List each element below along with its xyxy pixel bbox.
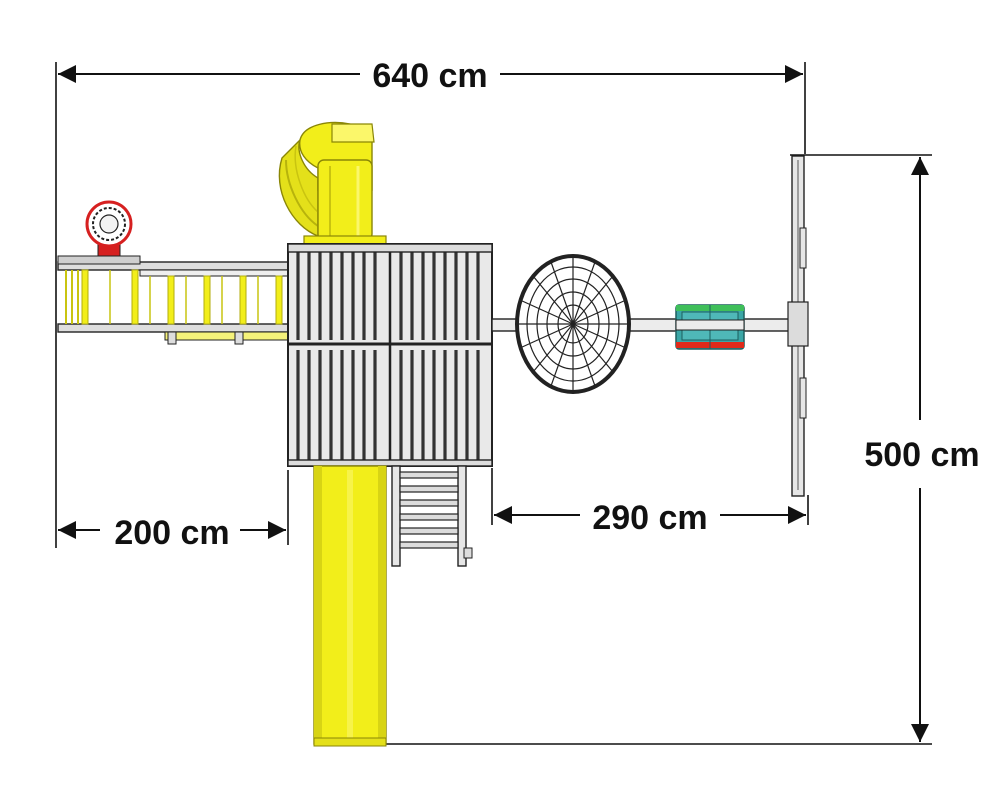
a-frame-leg (787, 155, 809, 497)
steering-wheel (57, 200, 141, 265)
dimension-left-section: 200 cm (58, 514, 286, 552)
dimension-right-section: 290 cm (494, 499, 806, 537)
belt-swing (675, 304, 745, 350)
web-nest-swing (515, 254, 631, 394)
dimension-label-left-section: 200 cm (114, 514, 229, 552)
dimension-total-width: 640 cm (58, 57, 803, 95)
dimension-label-total-width: 640 cm (372, 57, 487, 95)
tube-slide (278, 121, 387, 245)
dimension-total-depth: 500 cm (864, 157, 980, 742)
entry-ladder (391, 465, 473, 567)
extension-lines (55, 62, 932, 745)
dimension-label-right-section: 290 cm (592, 499, 707, 537)
dimension-label-total-depth: 500 cm (864, 436, 979, 474)
wave-slide (313, 465, 387, 747)
tower-deck (287, 243, 493, 467)
ladder-bridge (57, 261, 289, 345)
